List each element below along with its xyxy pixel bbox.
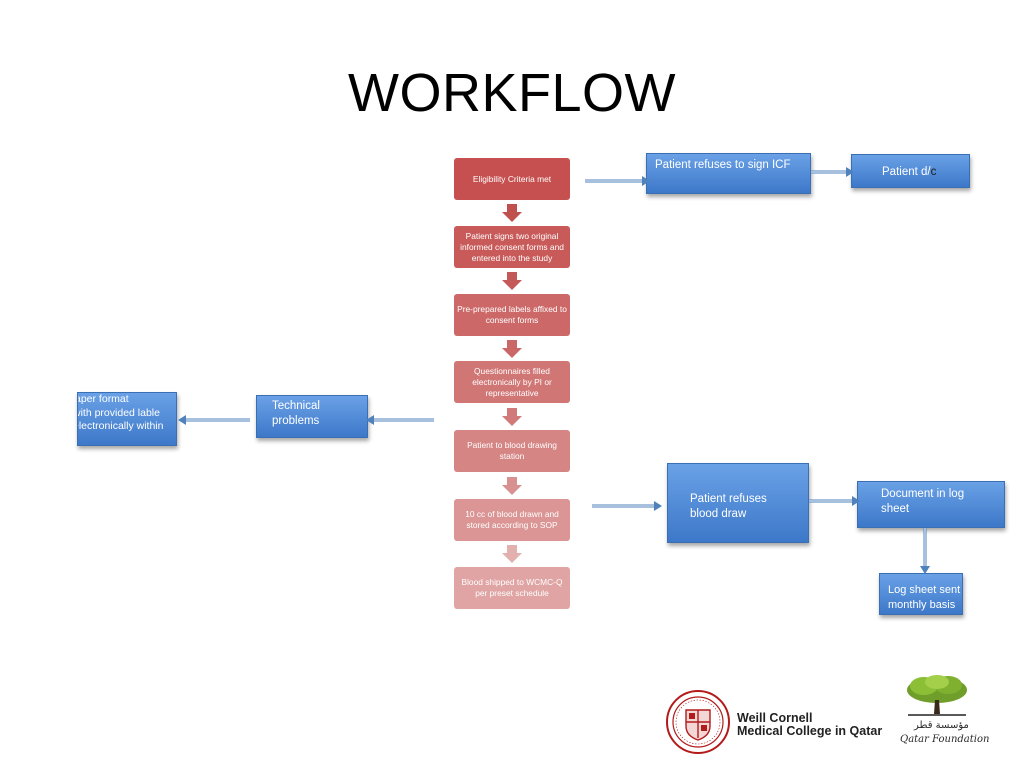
refuses-blood-label: Patient refuses blood draw [690, 493, 767, 520]
patient-dc-suffix: c [930, 166, 937, 178]
document-log-label: Document in log sheet [881, 488, 965, 515]
refuses-icf-box: Patient refuses to sign ICF [646, 153, 811, 194]
paper-format-box: aper format with provided lable electron… [77, 392, 177, 446]
step-eligibility: Eligibility Criteria met [454, 158, 570, 200]
technical-problems-label: Technical problems [272, 400, 320, 427]
step-blood-station: Patient to blood drawing station [454, 430, 570, 472]
patient-dc-box: Patient d/c [851, 154, 970, 188]
arrowhead-icon [654, 501, 662, 511]
weill-cornell-line2: Medical College in Qatar [737, 724, 883, 738]
weill-cornell-line1: Weill Cornell [737, 711, 813, 725]
down-arrow-icon [502, 408, 522, 426]
document-log-box: Document in log sheet [857, 481, 1005, 528]
step-blood-shipped: Blood shipped to WCMC-Q per preset sched… [454, 567, 570, 609]
technical-problems-box: Technical problems [256, 395, 368, 438]
refuses-blood-box: Patient refuses blood draw [667, 463, 809, 543]
arrowhead-icon [178, 415, 186, 425]
log-sheet-sent-box: Log sheet sent monthly basis [879, 573, 963, 615]
paper-format-line: electronically within [77, 420, 164, 432]
down-arrow-icon [502, 477, 522, 495]
step-consent: Patient signs two original informed cons… [454, 226, 570, 268]
qatar-foundation-arabic: مؤسسة قطر [914, 720, 969, 731]
weill-cornell-name: Weill Cornell Medical College in Qatar [737, 712, 882, 738]
step-questionnaires: Questionnaires filled electronically by … [454, 361, 570, 403]
weill-cornell-seal-icon [666, 690, 730, 754]
step-labels: Pre-prepared labels affixed to consent f… [454, 294, 570, 336]
down-arrow-icon [502, 340, 522, 358]
log-sheet-sent-label: Log sheet sent monthly basis [888, 584, 961, 611]
patient-dc-label: Patient d/ [882, 166, 931, 178]
qatar-foundation-latin: Qatar Foundation [900, 734, 990, 745]
paper-format-line: with provided lable [77, 406, 160, 419]
down-arrow-icon [502, 272, 522, 290]
step-blood-drawn: 10 cc of blood drawn and stored accordin… [454, 499, 570, 541]
qatar-foundation-tree-icon [907, 675, 967, 716]
refuses-icf-label: Patient refuses to sign ICF [655, 159, 791, 171]
down-arrow-icon [502, 204, 522, 222]
paper-format-line: aper format [77, 393, 129, 405]
slide-title: WORKFLOW [348, 63, 676, 123]
down-arrow-icon [502, 545, 522, 563]
